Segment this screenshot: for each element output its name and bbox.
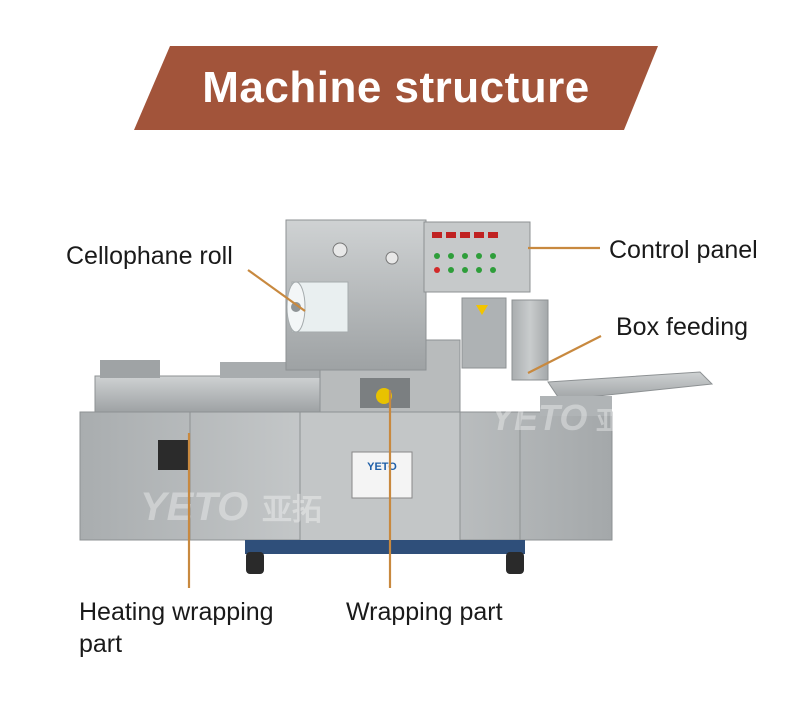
machine-wheels <box>246 552 524 574</box>
watermark: YETO 亚拓 YETO 亚拓 <box>140 397 648 529</box>
temperature-displays <box>432 232 498 238</box>
infeed-conveyor <box>94 360 326 413</box>
panel-buttons <box>434 253 496 273</box>
machine-base <box>79 411 613 554</box>
box-feeding-chute <box>461 297 549 381</box>
label-cellophane-roll: Cellophane roll <box>66 242 233 270</box>
watermark-brand-cn-right: 亚拓 <box>596 407 648 437</box>
banner-shape <box>134 46 658 130</box>
label-box-feeding: Box feeding <box>616 313 749 341</box>
control-panel-box <box>423 221 531 293</box>
label-control-panel: Control panel <box>609 236 758 264</box>
title-banner: Machine structure <box>134 46 658 130</box>
watermark-brand-left: YETO <box>140 485 248 529</box>
nameplate-brand: YETO <box>367 461 397 473</box>
label-heating-wrapping-part: Heating wrapping part <box>79 598 274 658</box>
cellophane-roll-graphic <box>286 281 349 333</box>
outfeed-table <box>540 371 714 416</box>
watermark-brand-right: YETO <box>490 397 587 438</box>
watermark-brand-cn-left: 亚拓 <box>262 493 322 528</box>
page-title: Machine structure <box>202 63 590 112</box>
nameplate: YETO <box>351 451 413 499</box>
label-wrapping-part: Wrapping part <box>346 598 503 626</box>
